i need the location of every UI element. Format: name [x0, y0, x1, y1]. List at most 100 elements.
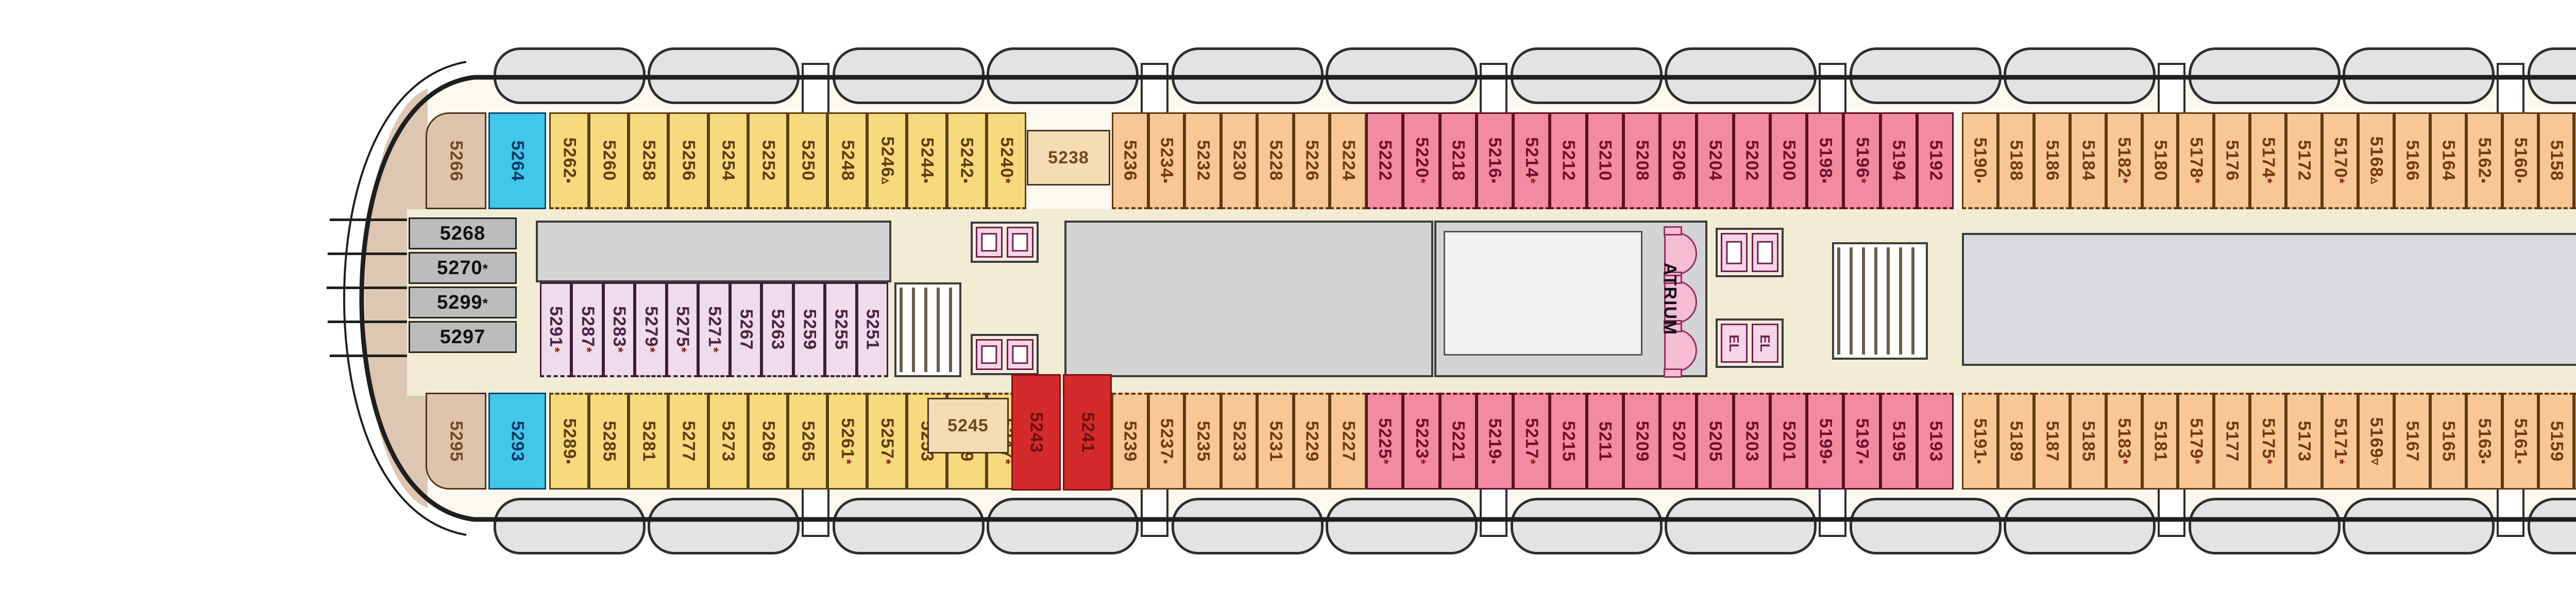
- cabin-5161: 5161▪: [2502, 393, 2538, 490]
- cabin-5197: 5197▪: [1843, 393, 1880, 490]
- cabin-5183: 5183*: [2106, 393, 2142, 490]
- cabin-5242: 5242▪: [946, 112, 987, 209]
- cabin-5163: 5163▪: [2466, 393, 2502, 490]
- cabin-5179: 5179*: [2178, 393, 2214, 490]
- cabin-5166: 5166: [2394, 112, 2430, 209]
- cabin-5188: 5188: [1997, 112, 2034, 209]
- cabin-5171: 5171*: [2322, 393, 2358, 490]
- cabin-5172: 5172: [2286, 112, 2323, 209]
- cabin-5206: 5206: [1660, 112, 1697, 209]
- cabin-5181: 5181: [2142, 393, 2178, 490]
- cabin-5243: 5243: [1011, 374, 1061, 491]
- cabin-5270: 5270*: [409, 252, 517, 284]
- cabin-5212: 5212: [1550, 112, 1587, 209]
- cabin-5207: 5207: [1660, 393, 1697, 490]
- cabin-5223: 5223*: [1403, 393, 1440, 490]
- cabin-5229: 5229: [1293, 393, 1330, 490]
- cabin-5224: 5224: [1330, 112, 1366, 209]
- cabin-5225: 5225*: [1366, 393, 1403, 490]
- cabin-5219: 5219▪: [1476, 393, 1513, 490]
- cabin-5220: 5220*: [1403, 112, 1440, 209]
- cabin-5252: 5252: [748, 112, 788, 209]
- cabin-5255: 5255: [825, 282, 857, 377]
- cabin-5262: 5262▪: [549, 112, 589, 209]
- cabin-5191: 5191▪: [1962, 393, 1998, 490]
- cabin-5187: 5187: [2033, 393, 2070, 490]
- cabin-5261: 5261*: [827, 393, 868, 490]
- cabin-5289: 5289▪: [549, 393, 589, 490]
- cabin-5215: 5215: [1550, 393, 1587, 490]
- cabin-5271: 5271*: [698, 282, 730, 377]
- cabin-5244: 5244▪: [907, 112, 947, 209]
- cabin-5189: 5189: [1997, 393, 2034, 490]
- cabin-5228: 5228: [1257, 112, 1294, 209]
- cabin-5211: 5211: [1586, 393, 1623, 490]
- cabin-5208: 5208: [1623, 112, 1660, 209]
- cabin-5267: 5267: [730, 282, 762, 377]
- atrium-label-text: ATRIUM: [1660, 262, 1680, 335]
- cabin-5178: 5178*: [2178, 112, 2214, 209]
- cabin-5257: 5257*: [867, 393, 907, 490]
- cabin-5258: 5258: [629, 112, 669, 209]
- cabin-5227: 5227: [1330, 393, 1366, 490]
- cabin-5251: 5251: [856, 282, 888, 377]
- cabin-5185: 5185: [2070, 393, 2106, 490]
- cabin-5230: 5230: [1221, 112, 1258, 209]
- cabin-5231: 5231: [1257, 393, 1294, 490]
- cabin-5170: 5170*: [2322, 112, 2358, 209]
- cabin-5241: 5241: [1063, 374, 1112, 491]
- cabin-5222: 5222: [1366, 112, 1403, 209]
- cabin-5254: 5254: [708, 112, 748, 209]
- cabin-5268: 5268: [409, 217, 517, 249]
- cabin-5233: 5233: [1221, 393, 1258, 490]
- cabin-5295: 5295: [426, 393, 486, 490]
- cabin-5159: 5159: [2538, 393, 2574, 490]
- cabin-5297: 5297: [409, 321, 517, 353]
- cabin-5248: 5248: [827, 112, 868, 209]
- cabin-5273: 5273: [708, 393, 748, 490]
- cabin-5287: 5287*: [571, 282, 603, 377]
- cabin-5226: 5226: [1293, 112, 1330, 209]
- cabin-5180: 5180: [2142, 112, 2178, 209]
- cabin-5169: 5169▿: [2358, 393, 2394, 490]
- cabin-5190: 5190▪: [1962, 112, 1998, 209]
- cabin-5234: 5234▪: [1148, 112, 1185, 209]
- cabin-5162: 5162▪: [2466, 112, 2502, 209]
- cabin-5160: 5160▪: [2502, 112, 2538, 209]
- cabin-5281: 5281: [629, 393, 669, 490]
- cabin-5236: 5236: [1112, 112, 1148, 209]
- cabin-5279: 5279*: [635, 282, 667, 377]
- cabin-5192: 5192: [1917, 112, 1954, 209]
- cabin-5195: 5195: [1880, 393, 1917, 490]
- cabin-5158: 5158: [2538, 112, 2574, 209]
- cabin-5235: 5235: [1184, 393, 1221, 490]
- cabin-5176: 5176: [2214, 112, 2250, 209]
- cabin-5221: 5221: [1439, 393, 1477, 490]
- cabin-5204: 5204: [1697, 112, 1734, 209]
- cabin-5198: 5198▪: [1807, 112, 1844, 209]
- cabin-5293: 5293: [488, 393, 546, 490]
- cabin-5173: 5173: [2286, 393, 2323, 490]
- cabin-5193: 5193: [1917, 393, 1954, 490]
- cabin-5165: 5165: [2430, 393, 2466, 490]
- cabin-5277: 5277: [668, 393, 708, 490]
- cabin-5194: 5194: [1880, 112, 1917, 209]
- cabin-5265: 5265: [787, 393, 828, 490]
- cabin-5203: 5203: [1733, 393, 1770, 490]
- cabin-5266: 5266: [426, 112, 486, 209]
- cabin-5214: 5214*: [1513, 112, 1550, 209]
- cabin-5184: 5184: [2070, 112, 2106, 209]
- cabin-5238: 5238: [1027, 130, 1110, 186]
- cabin-5283: 5283*: [603, 282, 635, 377]
- cabin-5202: 5202: [1733, 112, 1770, 209]
- cabin-5256: 5256: [668, 112, 708, 209]
- cabin-5263: 5263: [761, 282, 793, 377]
